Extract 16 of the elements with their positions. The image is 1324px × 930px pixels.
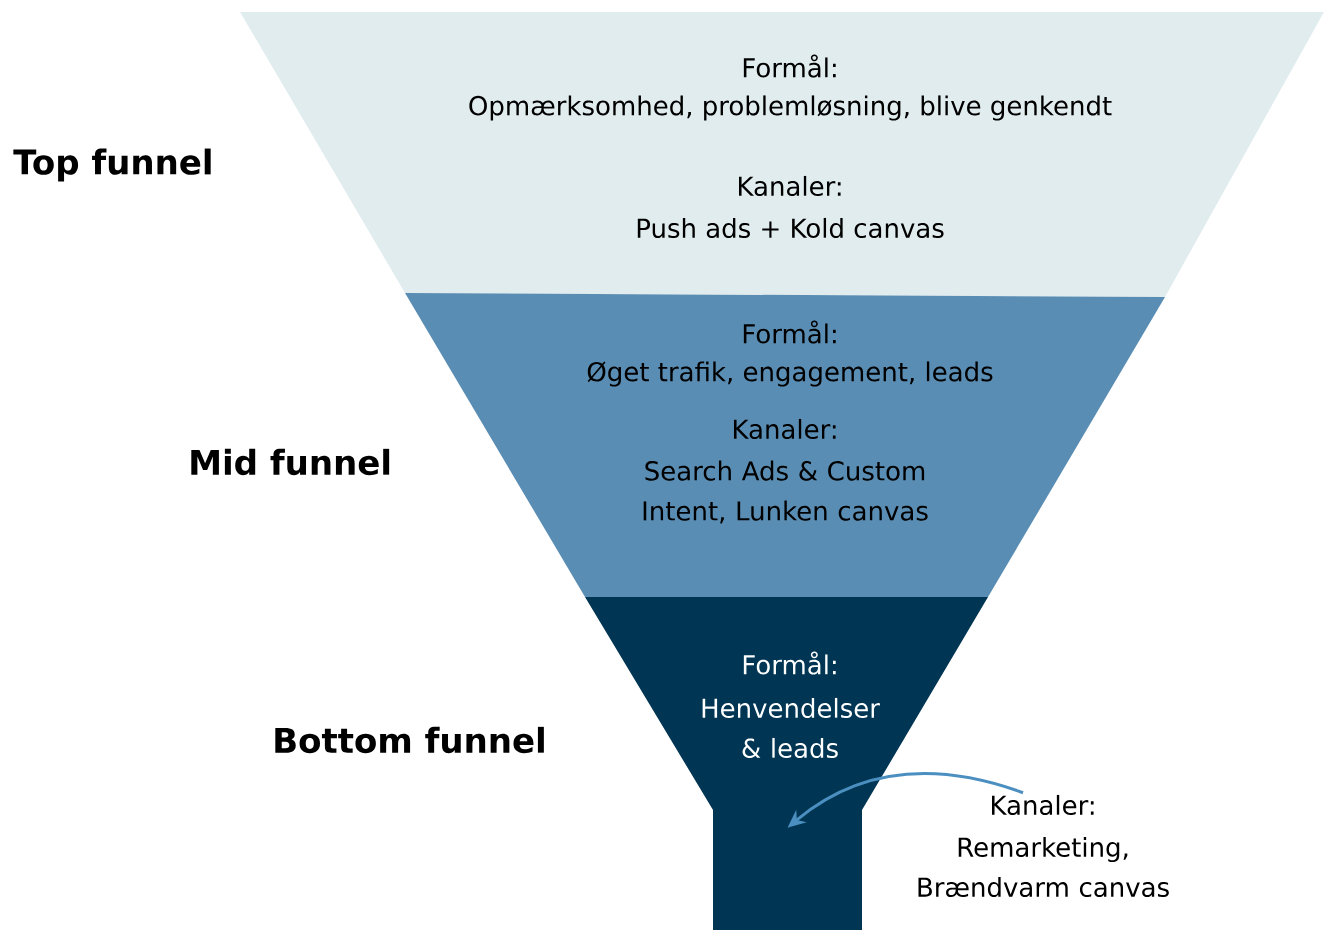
band-text: Øget trafik, engagement, leads bbox=[587, 361, 993, 387]
band-text: Formål: bbox=[743, 651, 836, 675]
funnel-band bbox=[240, 12, 1324, 297]
band-text: Kanaler: bbox=[739, 175, 841, 197]
band-text: Push ads + Kold canvas bbox=[637, 217, 944, 239]
band-text: Formål: bbox=[743, 320, 836, 344]
band-text: Opmærksomhed, problemløsning, blive genkendt bbox=[469, 95, 1112, 121]
stage-label: Bottom funnel bbox=[275, 726, 544, 754]
band-text: Henvendelser & leads bbox=[702, 697, 880, 759]
band-text: Kanaler: bbox=[734, 418, 836, 440]
funnel-band bbox=[405, 293, 1165, 597]
band-text: Search Ads & Custom Intent, Lunken canvas bbox=[643, 460, 928, 524]
band-text: Formål: bbox=[743, 54, 836, 78]
stage-label: Top funnel bbox=[13, 148, 211, 182]
channel-note: Kanaler: Remarketing, Brændvarm canvas bbox=[918, 794, 1169, 898]
stage-label: Mid funnel bbox=[191, 448, 390, 476]
